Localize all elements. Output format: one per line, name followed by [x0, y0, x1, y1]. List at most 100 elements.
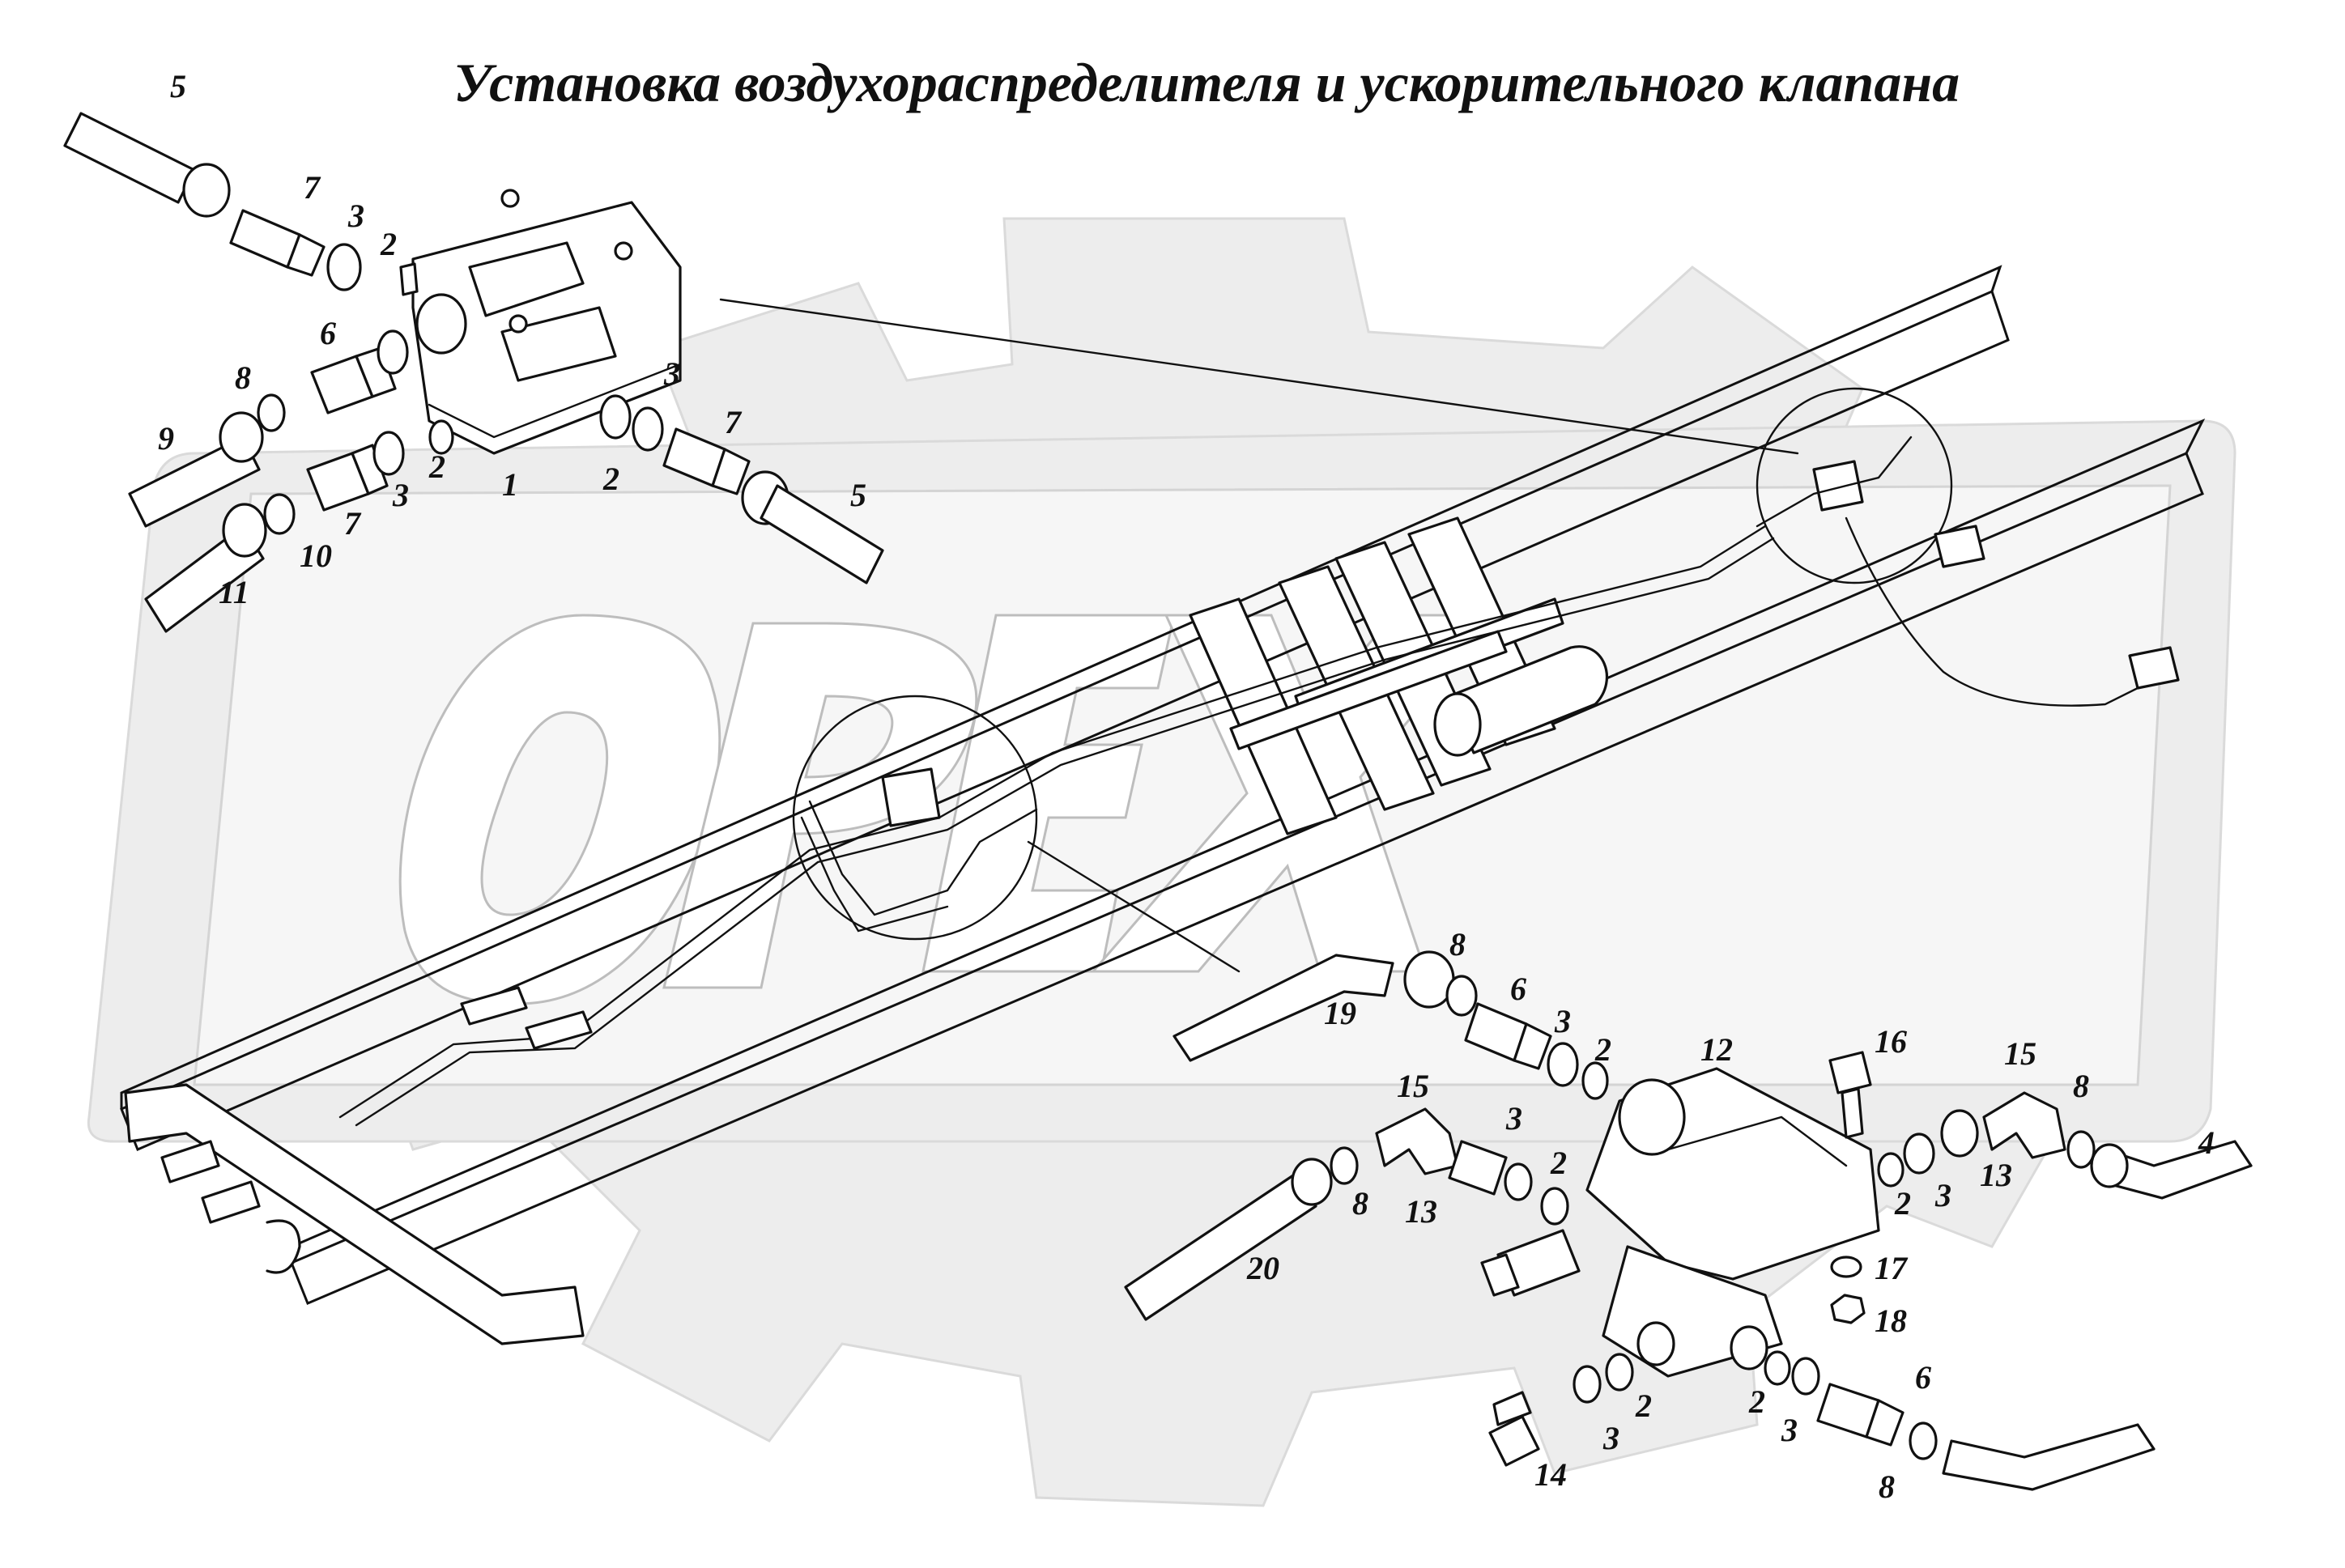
part-15-elbow-left — [1375, 1107, 1459, 1175]
callout-8-relay-top: 8 — [1449, 926, 1466, 962]
part-1-distributor-housing — [411, 189, 682, 455]
callout-8-bottom: 8 — [1879, 1468, 1895, 1505]
part-16-bolt — [1828, 1051, 1872, 1139]
part-8-ring-middle — [257, 393, 286, 432]
part-2-ring-left — [1540, 1187, 1569, 1226]
part-9-pipe-middle — [128, 411, 264, 528]
part-8-ring-bottom — [1909, 1421, 1938, 1460]
frame-rails — [120, 265, 2206, 1345]
part-3-washer-bottom-right — [1791, 1357, 1820, 1396]
callout-10: 10 — [300, 538, 332, 574]
callout-5-top: 5 — [170, 68, 186, 104]
part-11-pipe-lower — [144, 503, 267, 633]
callout-15-left: 15 — [1397, 1068, 1429, 1104]
callout-2-relay-right: 2 — [1894, 1185, 1911, 1222]
rear-crossmember — [124, 1083, 585, 1345]
rear-connectors — [160, 986, 593, 1274]
part-20-pipe — [1124, 1158, 1333, 1321]
part-14-plug — [1488, 1391, 1540, 1467]
part-3-washer-bottom-left — [1573, 1365, 1602, 1404]
part-8-ring-right — [2066, 1130, 2096, 1169]
part-8-ring-left — [1330, 1146, 1359, 1185]
part-5-upper-pipe — [63, 112, 231, 218]
zoom-circle-rear-ring — [1756, 387, 1953, 584]
watermark — [87, 217, 2236, 1507]
part-13-union-left — [1448, 1140, 1508, 1196]
part-6-union-upper — [1464, 1002, 1552, 1070]
part-3-washer-left — [1504, 1162, 1533, 1201]
part-3-washer-upper — [326, 243, 362, 291]
part-2-ring-lower — [428, 419, 454, 455]
part-2-ring-upper-right — [1581, 1061, 1609, 1100]
callout-2-relay-left: 2 — [1550, 1145, 1567, 1181]
callout-18: 18 — [1875, 1302, 1907, 1339]
callout-1: 1 — [502, 466, 518, 503]
callout-2-upper: 2 — [380, 226, 397, 262]
callout-6-bottom: 6 — [1915, 1359, 1931, 1396]
air-reservoir — [1433, 645, 1609, 757]
line-to-distributor — [719, 298, 1799, 455]
callout-8-right-top: 8 — [2073, 1068, 2089, 1104]
callout-7-right: 7 — [725, 404, 743, 440]
reservoir-end-cap — [1433, 692, 1482, 757]
part-17-washer — [1830, 1256, 1862, 1278]
callout-6-upper: 6 — [320, 315, 336, 351]
callout-13-right: 13 — [1980, 1157, 2012, 1193]
callout-3-relay-left: 3 — [1505, 1100, 1522, 1137]
callout-20: 20 — [1246, 1250, 1279, 1286]
callout-2-relay-top: 2 — [1594, 1031, 1611, 1068]
callout-13-left: 13 — [1405, 1193, 1437, 1230]
part-3-washer-right — [1903, 1132, 1935, 1175]
terminal-fittings — [1934, 525, 2180, 690]
fitting-upper-right — [1934, 525, 1985, 568]
callout-11: 11 — [219, 574, 249, 610]
callout-3-bottom-right: 3 — [1781, 1412, 1798, 1448]
callout-3-upper: 3 — [347, 198, 364, 234]
callout-4: 4 — [2198, 1124, 2215, 1161]
part-7-union-lower — [306, 444, 389, 512]
callout-2-bottom-right: 2 — [1748, 1383, 1765, 1420]
callout-3-bottom-left: 3 — [1602, 1420, 1619, 1456]
callout-7-upper: 7 — [304, 169, 321, 206]
rail-lower — [290, 452, 2204, 1305]
zoom-circle-front-ring — [792, 695, 1038, 941]
callout-3-relay-top: 3 — [1554, 1003, 1571, 1039]
relay-valve-exploded-view — [1124, 950, 2253, 1491]
diagram-title: Установка воздухораспределителя и ускори… — [453, 52, 1960, 113]
callout-15-right: 15 — [2004, 1035, 2036, 1072]
rail-upper-flange — [120, 265, 2002, 1109]
callout-2-lower: 2 — [428, 448, 445, 485]
callout-2-right: 2 — [602, 461, 619, 497]
main-brake-pipe-2 — [355, 537, 1775, 1127]
part-13-ring-right — [1940, 1109, 1979, 1158]
callout-2-bottom-left: 2 — [1635, 1387, 1652, 1424]
part-7-union-right — [662, 427, 751, 495]
part-15-elbow-right — [1982, 1091, 2066, 1159]
line-to-lower-assembly — [1027, 840, 1241, 973]
reservoir-body — [1448, 645, 1609, 754]
callout-14: 14 — [1534, 1456, 1567, 1493]
part-6-union-middle — [310, 346, 397, 414]
callout-3-relay-right: 3 — [1934, 1177, 1951, 1213]
callout-3-lower: 3 — [392, 477, 409, 513]
part-12-relay-valve-housing — [1585, 1067, 1880, 1378]
callout-5-right: 5 — [850, 477, 866, 513]
part-10-ring — [263, 493, 296, 535]
callout-7-lower: 7 — [344, 505, 362, 542]
part-4-pipe — [2090, 1140, 2253, 1200]
zoom-rear-fitting — [1812, 460, 1864, 512]
part-8-ring-upper-b — [1445, 975, 1478, 1017]
callout-9: 9 — [158, 420, 174, 457]
part-18-nut — [1830, 1294, 1866, 1324]
part-2-ring-bottom-left — [1605, 1353, 1634, 1392]
callout-3-housing: 3 — [663, 355, 680, 392]
part-19-pipe — [1172, 954, 1394, 1062]
fitting-lower-right — [2128, 646, 2180, 690]
zoom-circle-front — [792, 695, 1038, 941]
callout-6-relay-top: 6 — [1510, 971, 1526, 1007]
callout-8-upper: 8 — [235, 359, 251, 396]
hose-to-fitting — [1845, 516, 2139, 707]
part-2-plug-upper — [399, 262, 419, 296]
